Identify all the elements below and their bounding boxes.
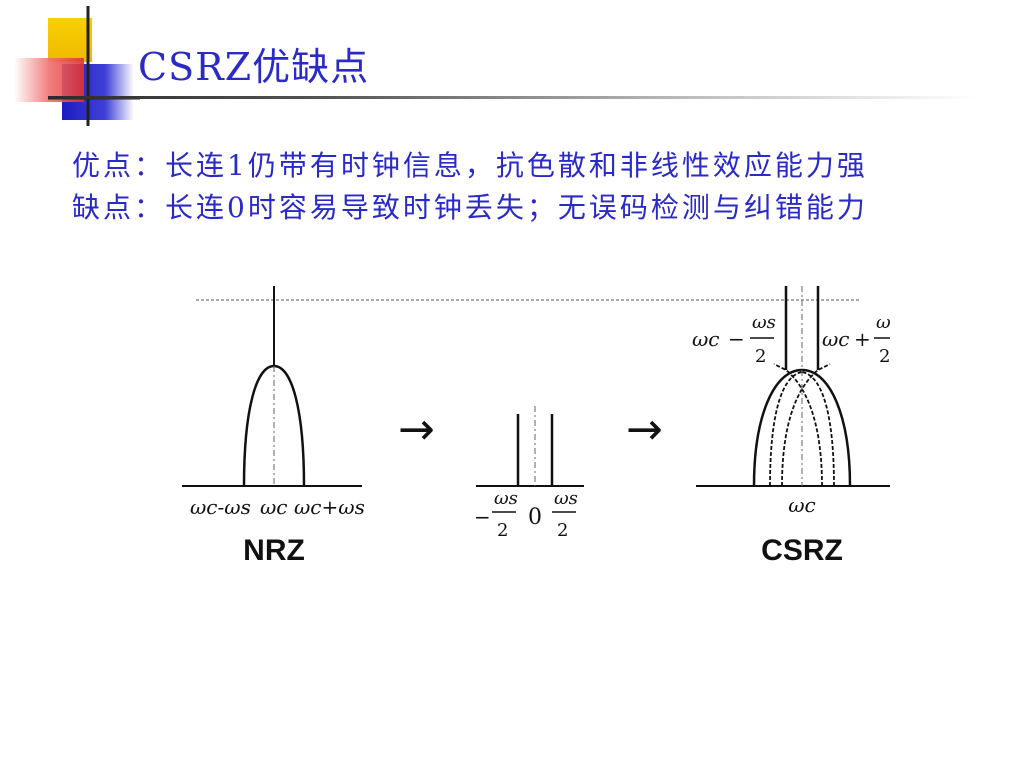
advantages-line: 优点：长连1仍带有时钟信息，抗色散和非线性效应能力强	[72, 149, 868, 182]
csrz-left-label-num: ωs	[752, 312, 776, 333]
spectrum-diagram: ωc-ωs ωc ωc+ωs NRZ → − ωs 2 0 ωs 2 → ωc …	[182, 286, 890, 567]
disadvantages-line: 缺点：长连0时容易导致时钟丢失；无误码检测与纠错能力	[72, 191, 868, 224]
csrz-right-label-num: ωs	[876, 312, 890, 333]
csrz-left-label-a: ωc	[692, 327, 720, 351]
csrz-spectrum: ωc ωc − ωs 2 ωc + ωs 2 CSRZ	[692, 286, 890, 567]
logo-yellow-block	[48, 18, 92, 62]
csrz-right-sublobe	[801, 371, 835, 487]
nrz-caption: NRZ	[243, 534, 305, 567]
nrz-axis-label-2: ωc	[260, 495, 288, 519]
csrz-left-inner-lobe	[781, 363, 831, 487]
middle-left-num: ωs	[494, 488, 518, 509]
csrz-center-label: ωc	[788, 493, 816, 517]
arrow-1: →	[398, 404, 435, 455]
nrz-axis-label-3: ωc+ωs	[294, 495, 365, 519]
csrz-right-inner-lobe	[773, 363, 823, 487]
csrz-right-label-op: +	[854, 327, 871, 351]
csrz-left-label-op: −	[728, 327, 745, 351]
page-title: CSRZ优缺点	[138, 45, 370, 89]
csrz-right-label-den: 2	[879, 346, 890, 367]
csrz-left-label-den: 2	[755, 346, 766, 367]
title-rule	[48, 96, 978, 99]
nrz-spectrum: ωc-ωs ωc ωc+ωs NRZ	[182, 286, 365, 567]
middle-zero: 0	[528, 505, 542, 530]
arrow-2: →	[626, 404, 663, 455]
middle-right-num: ωs	[554, 488, 578, 509]
csrz-caption: CSRZ	[761, 534, 843, 567]
nrz-axis-label-1: ωc-ωs	[190, 495, 251, 519]
middle-right-den: 2	[557, 520, 568, 541]
csrz-left-sublobe	[769, 371, 803, 487]
csrz-right-label-a: ωc	[822, 327, 850, 351]
middle-left-den: 2	[497, 520, 508, 541]
logo-red-block	[14, 58, 84, 102]
slide-logo	[14, 6, 140, 126]
middle-spectrum: − ωs 2 0 ωs 2	[474, 406, 584, 541]
middle-minus: −	[474, 505, 491, 529]
